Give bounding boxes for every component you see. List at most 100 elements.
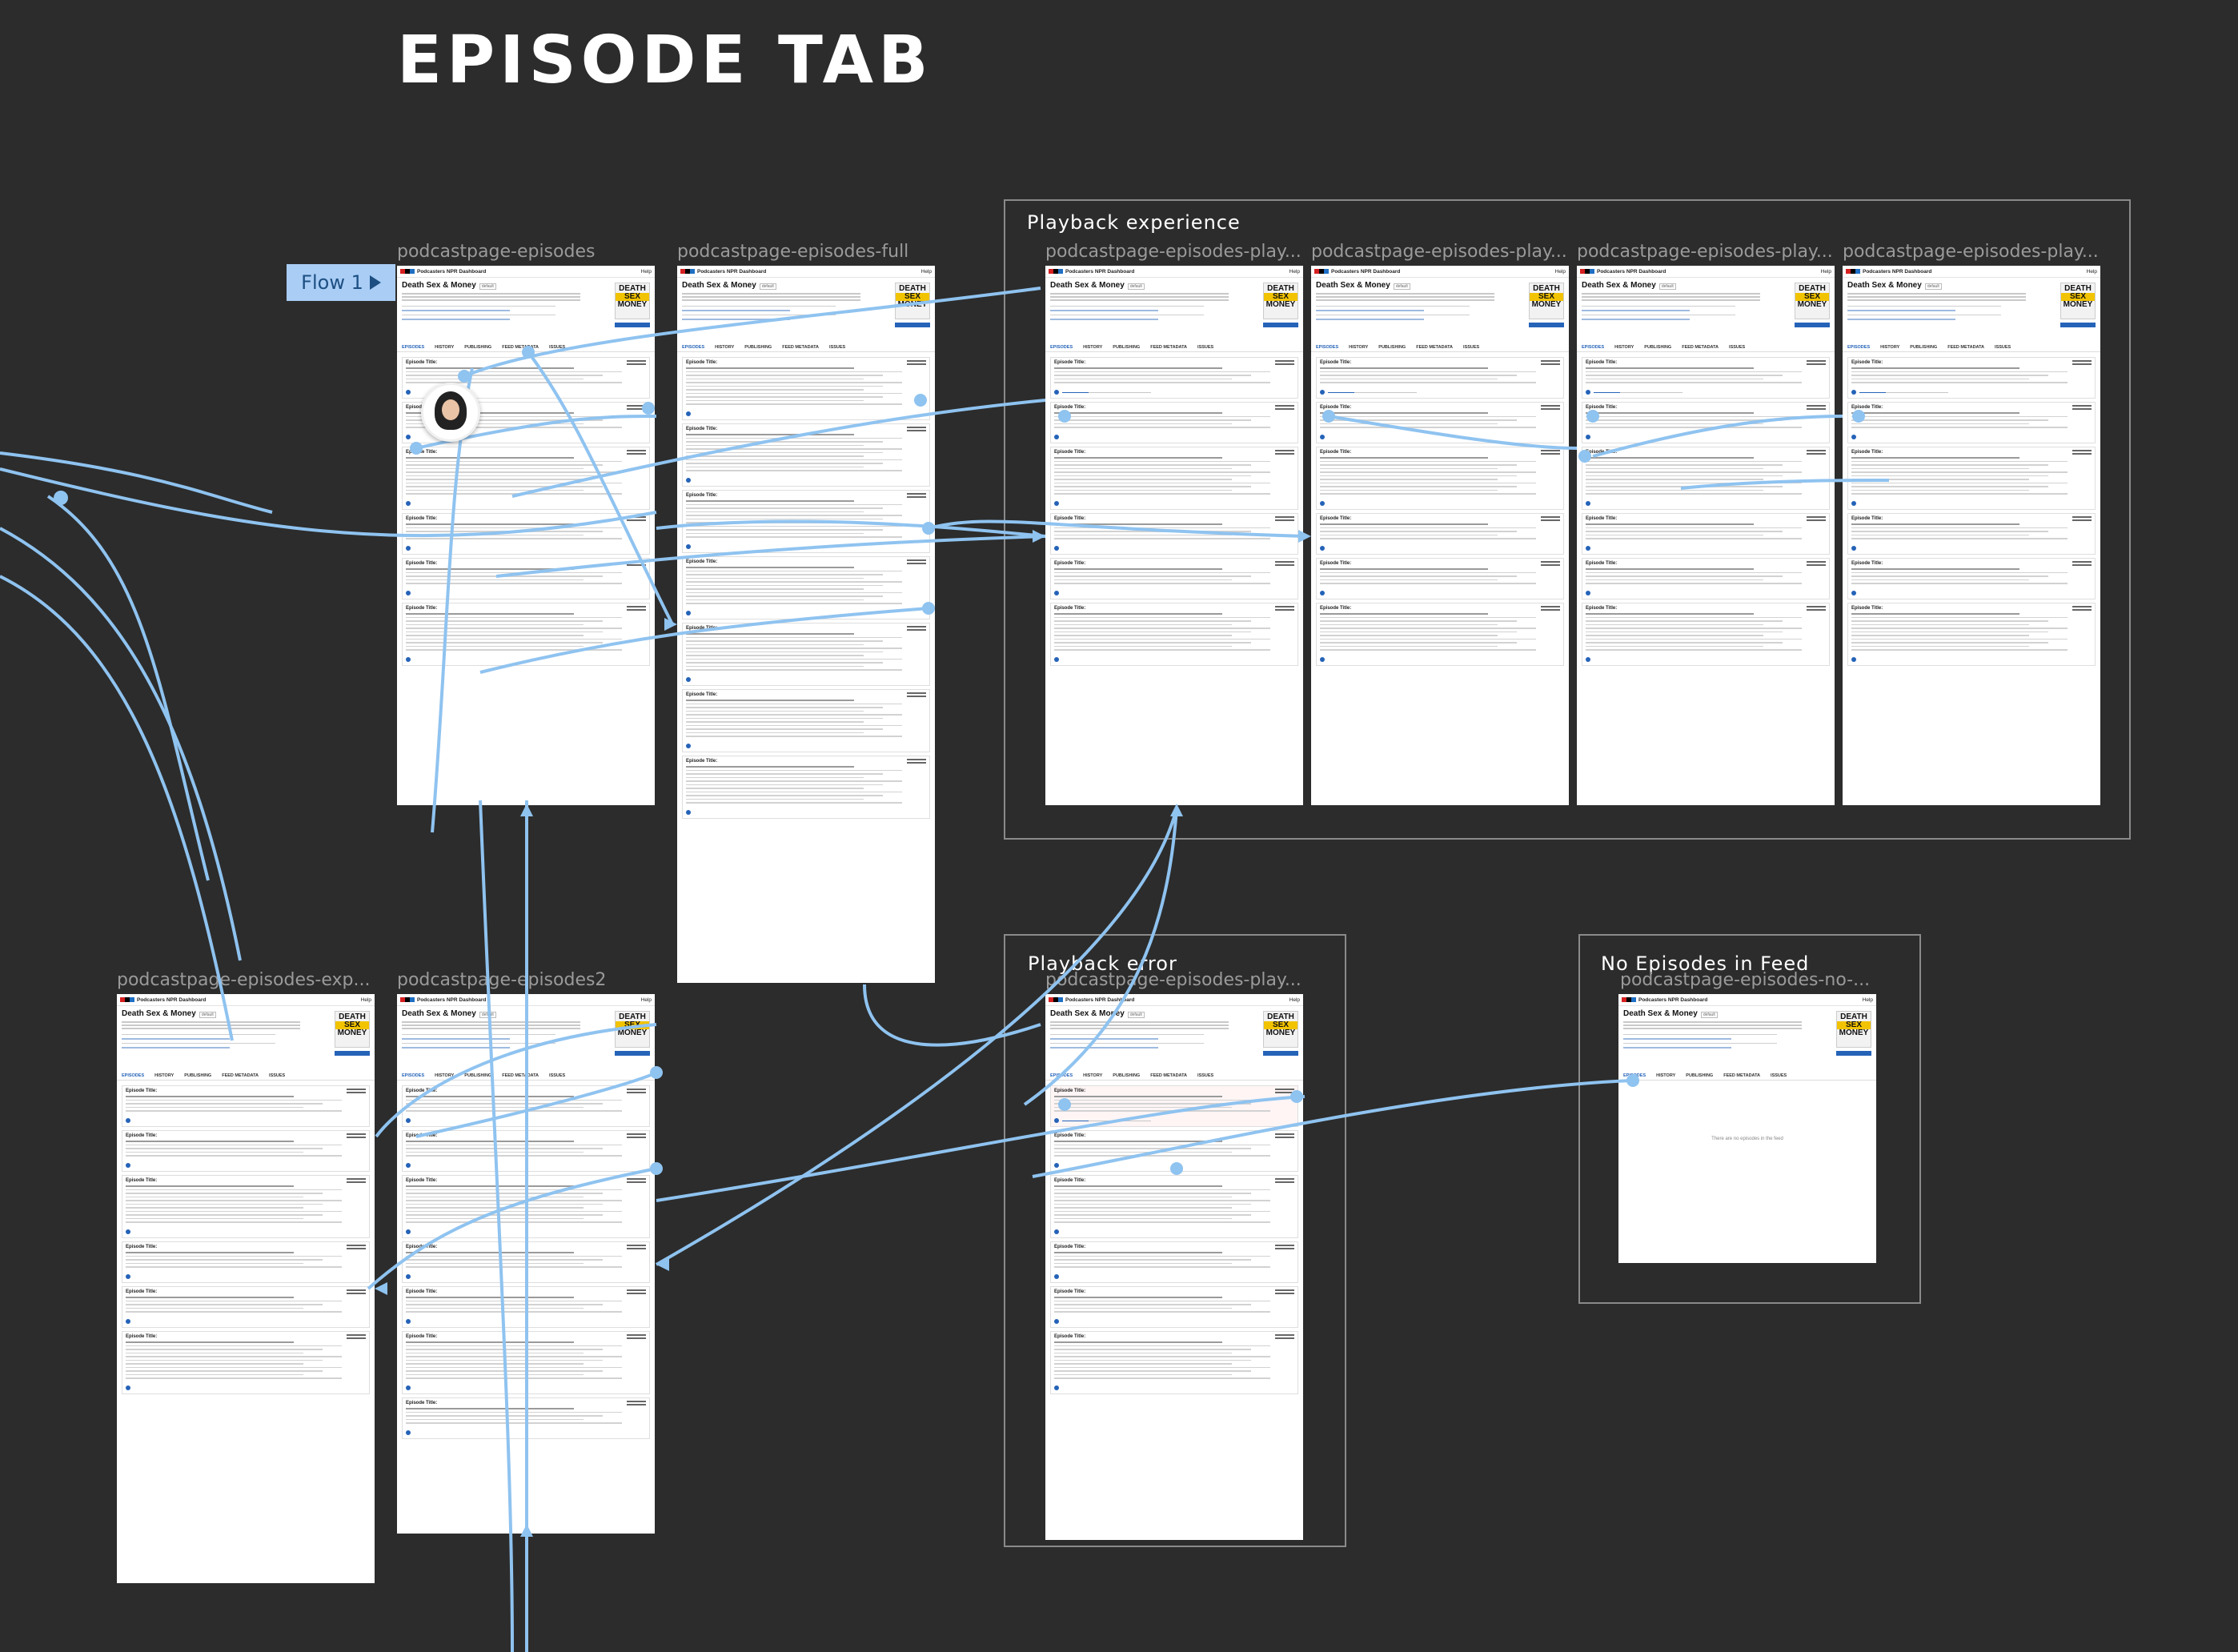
play-icon[interactable] xyxy=(1320,435,1325,439)
tab-feed-metadata[interactable]: FEED METADATA xyxy=(1150,345,1188,350)
play-icon[interactable] xyxy=(1586,546,1590,551)
episode-card[interactable]: Episode Title: xyxy=(1316,402,1564,443)
episode-card[interactable]: Episode Title: xyxy=(1050,447,1298,510)
episode-card[interactable]: Episode Title: xyxy=(1847,603,2096,666)
episode-card[interactable]: Episode Title: xyxy=(1050,1331,1298,1394)
play-icon[interactable] xyxy=(686,544,691,549)
help-link[interactable]: Help xyxy=(1289,996,1300,1003)
help-link[interactable]: Help xyxy=(2086,268,2097,275)
help-link[interactable]: Help xyxy=(1289,268,1300,275)
tab-publishing[interactable]: PUBLISHING xyxy=(1644,345,1672,350)
episode-card[interactable]: Episode Title: xyxy=(682,689,930,752)
tab-episodes[interactable]: EPISODES xyxy=(682,345,705,350)
cover-button[interactable] xyxy=(335,1051,370,1056)
help-link[interactable]: Help xyxy=(1554,268,1566,275)
play-icon[interactable] xyxy=(1054,1118,1059,1123)
tab-issues[interactable]: ISSUES xyxy=(1197,345,1214,350)
episode-card[interactable]: Episode Title: xyxy=(122,1241,370,1283)
tab-publishing[interactable]: PUBLISHING xyxy=(1686,1073,1714,1078)
play-icon[interactable] xyxy=(1054,1163,1059,1168)
episode-card[interactable]: Episode Title: xyxy=(1050,603,1298,666)
episode-card[interactable]: Episode Title: xyxy=(402,1085,650,1127)
playback-progress[interactable] xyxy=(1859,391,1948,393)
frame-label[interactable]: podcastpage-episodes-play... xyxy=(1311,242,1567,262)
play-icon[interactable] xyxy=(406,390,411,395)
episode-card[interactable]: Episode Title: xyxy=(122,1130,370,1172)
play-icon[interactable] xyxy=(1586,390,1590,395)
help-link[interactable]: Help xyxy=(640,996,652,1003)
play-icon[interactable] xyxy=(1586,435,1590,439)
tab-history[interactable]: HISTORY xyxy=(1614,345,1634,350)
play-icon[interactable] xyxy=(1054,657,1059,662)
episode-card[interactable]: Episode Title: xyxy=(1050,1241,1298,1283)
tab-issues[interactable]: ISSUES xyxy=(549,1073,566,1078)
tab-issues[interactable]: ISSUES xyxy=(269,1073,286,1078)
play-icon[interactable] xyxy=(1054,390,1059,395)
tab-episodes[interactable]: EPISODES xyxy=(1050,345,1073,350)
play-icon[interactable] xyxy=(406,1229,411,1234)
flow-start-button[interactable]: Flow 1 xyxy=(287,264,395,301)
play-icon[interactable] xyxy=(126,1274,130,1279)
play-icon[interactable] xyxy=(1586,591,1590,595)
episode-card[interactable]: Episode Title: xyxy=(1582,513,1830,555)
play-icon[interactable] xyxy=(406,1163,411,1168)
episode-card[interactable]: Episode Title: xyxy=(122,1085,370,1127)
tab-history[interactable]: HISTORY xyxy=(1083,1073,1103,1078)
episode-card[interactable]: Episode Title: xyxy=(1050,513,1298,555)
episode-card[interactable]: Episode Title: xyxy=(1847,447,2096,510)
tab-issues[interactable]: ISSUES xyxy=(1995,345,2011,350)
episode-card[interactable]: Episode Title: xyxy=(1050,1175,1298,1238)
episode-card[interactable]: Episode Title: xyxy=(682,756,930,819)
cover-button[interactable] xyxy=(1529,323,1564,327)
tab-issues[interactable]: ISSUES xyxy=(1197,1073,1214,1078)
play-icon[interactable] xyxy=(406,1319,411,1324)
tab-history[interactable]: HISTORY xyxy=(1083,345,1103,350)
play-icon[interactable] xyxy=(406,546,411,551)
tab-publishing[interactable]: PUBLISHING xyxy=(1113,1073,1141,1078)
episode-card[interactable]: Episode Title: xyxy=(1050,357,1298,399)
playback-progress[interactable] xyxy=(1062,1120,1151,1121)
play-icon[interactable] xyxy=(126,1319,130,1324)
tab-episodes[interactable]: EPISODES xyxy=(122,1073,145,1078)
episode-card[interactable]: Episode Title: xyxy=(1316,558,1564,599)
episode-card[interactable]: Episode Title: xyxy=(1050,558,1298,599)
episode-card[interactable]: Episode Title: xyxy=(402,603,650,666)
play-icon[interactable] xyxy=(1851,657,1856,662)
frame-label[interactable]: podcastpage-episodes-no-... xyxy=(1620,970,1871,990)
play-icon[interactable] xyxy=(1851,435,1856,439)
cover-button[interactable] xyxy=(1263,1051,1298,1056)
episode-card[interactable]: Episode Title: xyxy=(402,1130,650,1172)
episode-card[interactable]: Episode Title: xyxy=(1316,603,1564,666)
tab-episodes[interactable]: EPISODES xyxy=(402,1073,425,1078)
play-icon[interactable] xyxy=(1320,390,1325,395)
tab-feed-metadata[interactable]: FEED METADATA xyxy=(1723,1073,1761,1078)
play-icon[interactable] xyxy=(1586,501,1590,506)
play-icon[interactable] xyxy=(406,1274,411,1279)
episode-card[interactable]: Episode Title: xyxy=(682,490,930,553)
tab-publishing[interactable]: PUBLISHING xyxy=(744,345,772,350)
tab-history[interactable]: HISTORY xyxy=(435,345,455,350)
play-icon[interactable] xyxy=(1054,1274,1059,1279)
play-icon[interactable] xyxy=(406,435,411,439)
help-link[interactable]: Help xyxy=(1820,268,1831,275)
playback-progress[interactable] xyxy=(1062,391,1151,393)
tab-history[interactable]: HISTORY xyxy=(715,345,735,350)
episode-card[interactable]: Episode Title: xyxy=(402,1241,650,1283)
episode-card[interactable]: Episode Title: xyxy=(682,423,930,487)
tab-publishing[interactable]: PUBLISHING xyxy=(1378,345,1406,350)
play-icon[interactable] xyxy=(1320,657,1325,662)
episode-card[interactable]: Episode Title: xyxy=(1847,402,2096,443)
episode-card[interactable]: Episode Title: xyxy=(402,1286,650,1328)
cover-button[interactable] xyxy=(1836,1051,1871,1056)
tab-issues[interactable]: ISSUES xyxy=(1729,345,1746,350)
play-icon[interactable] xyxy=(1320,501,1325,506)
episode-card[interactable]: Episode Title: xyxy=(1847,558,2096,599)
play-icon[interactable] xyxy=(686,744,691,748)
play-icon[interactable] xyxy=(126,1118,130,1123)
tab-feed-metadata[interactable]: FEED METADATA xyxy=(502,1073,539,1078)
frame-label[interactable]: podcastpage-episodes-play... xyxy=(1045,242,1301,262)
